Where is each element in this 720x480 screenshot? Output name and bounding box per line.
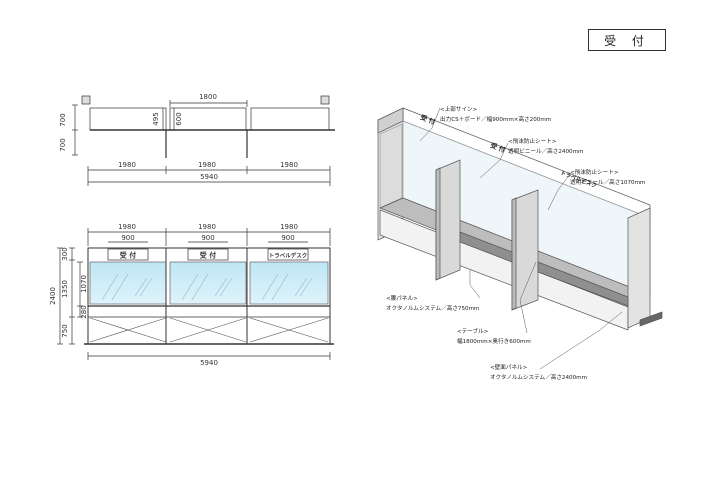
elev-dim-h-3: 750 <box>61 324 69 337</box>
annotation-title-4: <腰パネル> <box>386 295 418 302</box>
annotation-title-6: <壁面パネル> <box>490 363 528 371</box>
elev-dim-sub-2: 280 <box>80 305 88 318</box>
leader-lines <box>419 107 623 370</box>
annotation-text-4: オクタノルムシステム／高さ750mm <box>386 304 480 312</box>
annotation-title-3: <飛沫防止シート> <box>570 168 619 176</box>
perspective-view <box>377 107 663 331</box>
annotation-text-3: 透明ビニール／高さ1070mm <box>570 178 645 186</box>
elev-dim-h-1: 300 <box>61 247 69 260</box>
elevation-view-labels: 1980 1980 1980 900 900 900 受 付 受 付 トラベルデ… <box>49 223 307 367</box>
annotation-text-6: オクタノルムシステム／高さ2400mm <box>490 373 587 381</box>
plan-dim-bay-1: 1980 <box>118 161 136 169</box>
annotation-title-5: <テーブル> <box>457 327 489 335</box>
elev-sign-2: 受 付 <box>200 251 216 260</box>
annotation-title-1: <上部サイン> <box>440 105 478 113</box>
annotation-splash-sheet-tall: <飛沫防止シート> 透明ビニール／高さ2400mm <box>508 137 583 155</box>
elev-dim-h-2: 1350 <box>61 280 69 298</box>
annotation-top-sign: <上部サイン> 出力CS＋ボード／幅900mm×高さ200mm <box>440 105 551 123</box>
elev-dim-overall: 2400 <box>49 287 57 305</box>
elev-dim-sign-2: 900 <box>201 234 214 242</box>
elev-dim-bay-2: 1980 <box>198 223 216 231</box>
sheet-title: 受 付 <box>588 29 666 51</box>
plan-dim-bay-2: 1980 <box>198 161 216 169</box>
plan-dim-bay-3: 1980 <box>280 161 298 169</box>
elev-dim-bay-1: 1980 <box>118 223 136 231</box>
elev-dim-sub-1: 1070 <box>80 275 88 293</box>
annotation-title-2: <飛沫防止シート> <box>508 137 557 145</box>
plan-view-labels: 1800 700 700 495 600 1980 1980 1980 5940 <box>59 93 298 181</box>
annotation-text-2: 透明ビニール／高さ2400mm <box>508 147 583 155</box>
elev-dim-bay-3: 1980 <box>280 223 298 231</box>
annotation-wall-panel: <壁面パネル> オクタノルムシステム／高さ2400mm <box>490 363 587 381</box>
plan-dim-total: 5940 <box>200 173 218 181</box>
plan-dim-left-2: 700 <box>59 138 67 151</box>
plan-dim-left-1: 700 <box>59 113 67 126</box>
plan-dim-inner-1: 495 <box>152 112 160 125</box>
plan-view <box>72 95 335 186</box>
annotation-text-5: 幅1800mm×奥行き600mm <box>457 337 531 345</box>
annotation-table: <テーブル> 幅1800mm×奥行き600mm <box>457 327 531 345</box>
plan-dim-inner-2: 600 <box>175 112 183 125</box>
elev-dim-sign-3: 900 <box>281 234 294 242</box>
plan-dim-top: 1800 <box>199 93 217 101</box>
annotation-waist-panel: <腰パネル> オクタノルムシステム／高さ750mm <box>386 295 480 312</box>
elev-sign-3: トラベルデスク <box>269 252 308 260</box>
annotation-splash-sheet-short: <飛沫防止シート> 透明ビニール／高さ1070mm <box>570 168 645 186</box>
elev-dim-sign-1: 900 <box>121 234 134 242</box>
elevation-view <box>57 228 334 360</box>
annotation-text-1: 出力CS＋ボード／幅900mm×高さ200mm <box>440 115 551 123</box>
annotation-labels: <上部サイン> 出力CS＋ボード／幅900mm×高さ200mm <飛沫防止シート… <box>386 105 645 381</box>
elev-sign-1: 受 付 <box>120 251 136 260</box>
elev-dim-total: 5940 <box>200 359 218 367</box>
